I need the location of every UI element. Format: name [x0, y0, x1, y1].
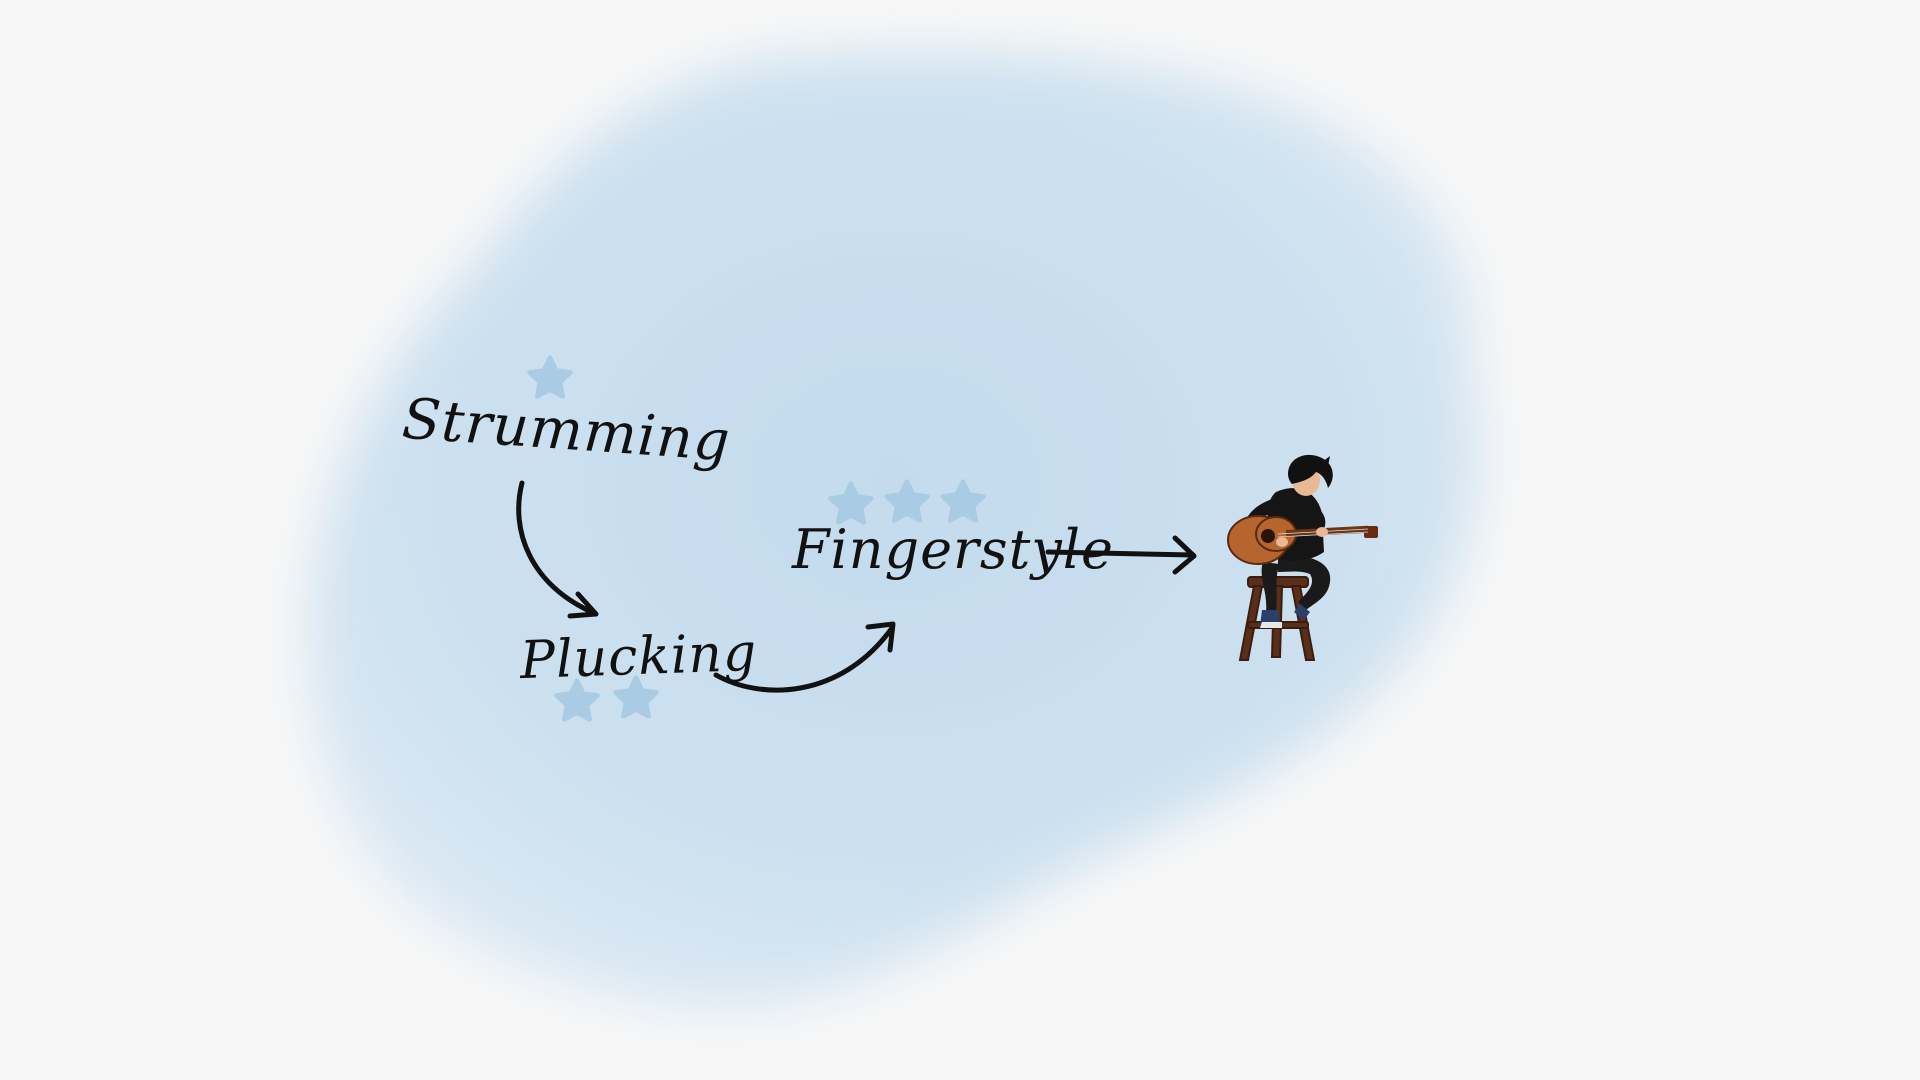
star-icon — [527, 355, 573, 399]
star-icon — [554, 678, 600, 722]
step-label-fingerstyle: Fingerstyle — [792, 518, 1115, 581]
star-icon — [884, 479, 930, 523]
star-icon — [828, 481, 874, 525]
star-icon — [613, 675, 659, 719]
star-icon — [940, 479, 986, 523]
guitarist-illustration — [1227, 454, 1378, 661]
step-label-plucking: Plucking — [519, 622, 759, 692]
